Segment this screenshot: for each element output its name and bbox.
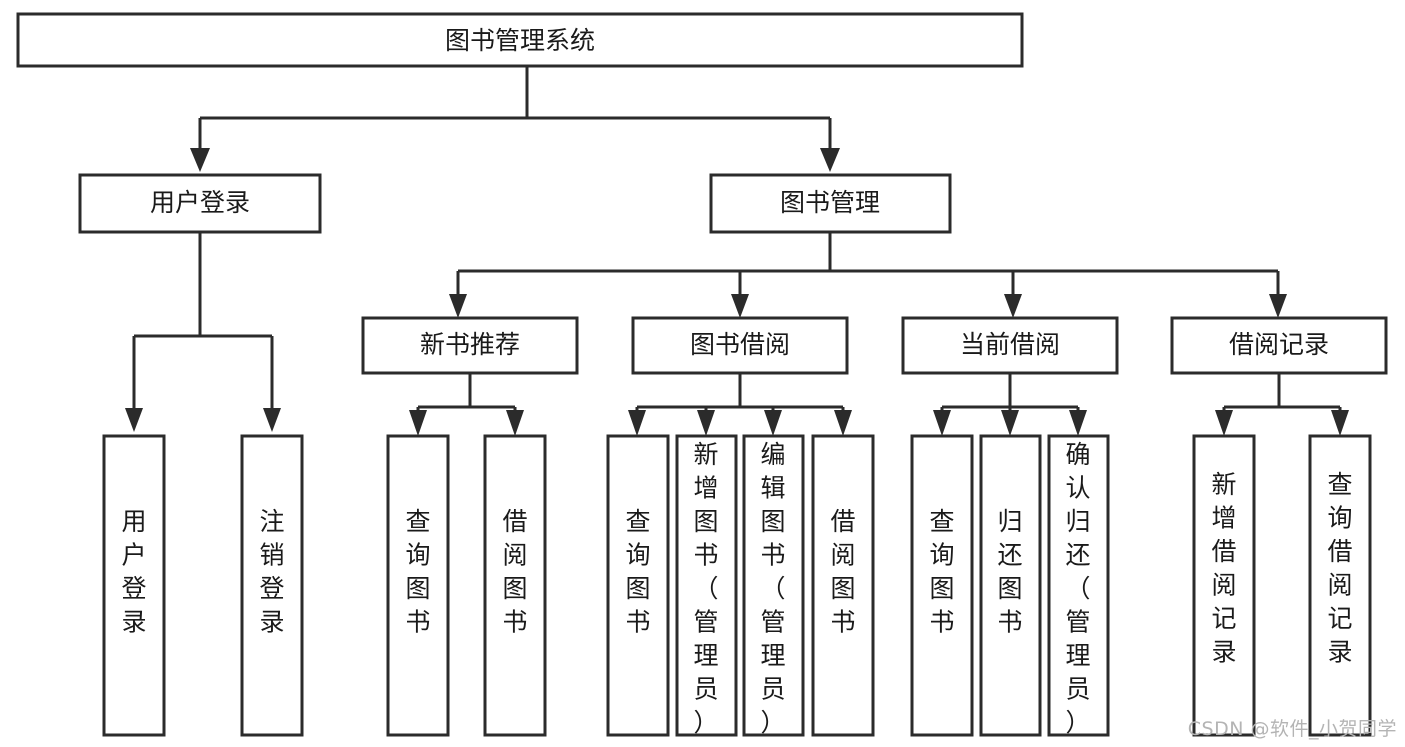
arrow-head-current-borrow bbox=[1004, 294, 1022, 318]
user-login-label: 用户登录 bbox=[150, 188, 250, 217]
arrow-head-book-manage bbox=[820, 148, 840, 172]
arrow-head-leaf-b1 bbox=[628, 410, 646, 436]
leaf-label-confirm-return: 确认归还（管理员） bbox=[1065, 440, 1090, 737]
arrow-head-leaf-n1 bbox=[409, 410, 427, 436]
arrow-head-leaf-u2 bbox=[263, 408, 281, 432]
leaf-label-edit-book: 编辑图书（管理员） bbox=[760, 440, 785, 737]
leaf-node-confirm-return[interactable]: 确认归还（管理员） bbox=[1047, 434, 1110, 737]
leaf-label-query-book-current: 查询图书 bbox=[929, 507, 954, 637]
leaf-node-query-borrow-record[interactable]: 查询借阅记录 bbox=[1308, 434, 1372, 737]
leaf-label-add-borrow-record: 新增借阅记录 bbox=[1211, 470, 1236, 667]
leaf-node-borrow-book[interactable]: 借阅图书 bbox=[811, 434, 875, 737]
node-current-borrow[interactable]: 当前借阅 bbox=[901, 316, 1119, 375]
node-user-login[interactable]: 用户登录 bbox=[78, 173, 322, 234]
book-manage-box[interactable] bbox=[709, 173, 952, 234]
leaf-label-query-book-rec: 查询图书 bbox=[405, 507, 430, 637]
link-book-borrow-to-leaves bbox=[628, 373, 852, 436]
leaf-node-logout[interactable]: 注销登录 bbox=[240, 434, 304, 737]
book-manage-label: 图书管理 bbox=[780, 188, 880, 217]
arrow-head-book-borrow bbox=[731, 294, 749, 318]
link-new-book-recommend-to-leaves bbox=[409, 373, 524, 436]
node-root[interactable]: 图书管理系统 bbox=[16, 12, 1024, 68]
leaf-node-edit-book[interactable]: 编辑图书（管理员） bbox=[742, 434, 805, 737]
link-root-to-level1 bbox=[190, 66, 840, 172]
leaf-box-logout[interactable] bbox=[240, 434, 304, 737]
leaf-box-add-book[interactable] bbox=[675, 434, 738, 737]
root-label: 图书管理系统 bbox=[445, 26, 595, 55]
arrow-head-leaf-c3 bbox=[1069, 410, 1087, 436]
leaf-label-return-book: 归还图书 bbox=[997, 507, 1022, 637]
link-user-login-to-leaves bbox=[125, 232, 281, 432]
link-current-borrow-to-leaves bbox=[933, 373, 1087, 436]
node-book-manage[interactable]: 图书管理 bbox=[709, 173, 952, 234]
arrow-head-leaf-r2 bbox=[1331, 410, 1349, 436]
leaf-box-return-book[interactable] bbox=[979, 434, 1042, 737]
arrow-head-leaf-b3 bbox=[764, 410, 782, 436]
leaf-label-logout: 注销登录 bbox=[259, 507, 284, 637]
leaf-box-borrow-book[interactable] bbox=[811, 434, 875, 737]
arrow-head-leaf-u1 bbox=[125, 408, 143, 432]
leaf-node-add-book[interactable]: 新增图书（管理员） bbox=[675, 434, 738, 737]
leaf-node-borrow-book-rec[interactable]: 借阅图书 bbox=[483, 434, 547, 737]
leaf-box-borrow-book-rec[interactable] bbox=[483, 434, 547, 737]
book-borrow-box[interactable] bbox=[631, 316, 849, 375]
book-borrow-label: 图书借阅 bbox=[690, 330, 790, 359]
arrow-head-borrow-record bbox=[1269, 294, 1287, 318]
link-book-manage-to-level2 bbox=[449, 232, 1287, 318]
leaf-label-borrow-book: 借阅图书 bbox=[830, 507, 855, 637]
leaf-label-query-book-borrow: 查询图书 bbox=[625, 507, 650, 637]
current-borrow-box[interactable] bbox=[901, 316, 1119, 375]
node-book-borrow[interactable]: 图书借阅 bbox=[631, 316, 849, 375]
new-book-recommend-box[interactable] bbox=[361, 316, 579, 375]
leaf-box-query-borrow-record[interactable] bbox=[1308, 434, 1372, 737]
leaf-box-edit-book[interactable] bbox=[742, 434, 805, 737]
arrow-head-leaf-c1 bbox=[933, 410, 951, 436]
node-new-book-recommend[interactable]: 新书推荐 bbox=[361, 316, 579, 375]
leaf-node-query-book-borrow[interactable]: 查询图书 bbox=[606, 434, 670, 737]
arrow-head-new-book-rec bbox=[449, 294, 467, 318]
leaf-box-query-book-current[interactable] bbox=[910, 434, 974, 737]
link-borrow-record-to-leaves bbox=[1215, 373, 1349, 436]
leaf-node-query-book-rec[interactable]: 查询图书 bbox=[386, 434, 450, 737]
leaf-node-add-borrow-record[interactable]: 新增借阅记录 bbox=[1192, 434, 1256, 737]
borrow-record-box[interactable] bbox=[1170, 316, 1388, 375]
arrow-head-leaf-b4 bbox=[834, 410, 852, 436]
node-borrow-record[interactable]: 借阅记录 bbox=[1170, 316, 1388, 375]
leaf-node-query-book-current[interactable]: 查询图书 bbox=[910, 434, 974, 737]
leaf-box-user-login[interactable] bbox=[102, 434, 166, 737]
borrow-record-label: 借阅记录 bbox=[1229, 330, 1329, 359]
leaf-label-user-login: 用户登录 bbox=[121, 507, 146, 637]
arrow-head-leaf-b2 bbox=[697, 410, 715, 436]
new-book-recommend-label: 新书推荐 bbox=[420, 330, 520, 359]
arrow-head-leaf-r1 bbox=[1215, 410, 1233, 436]
leaf-label-add-book: 新增图书（管理员） bbox=[693, 440, 718, 737]
leaf-box-query-book-rec[interactable] bbox=[386, 434, 450, 737]
leaf-box-query-book-borrow[interactable] bbox=[606, 434, 670, 737]
leaf-box-add-borrow-record[interactable] bbox=[1192, 434, 1256, 737]
leaf-node-user-login[interactable]: 用户登录 bbox=[102, 434, 166, 737]
root-box[interactable] bbox=[16, 12, 1024, 68]
arrow-head-leaf-n2 bbox=[506, 410, 524, 436]
leaf-label-borrow-book-rec: 借阅图书 bbox=[502, 507, 527, 637]
leaf-label-query-borrow-record: 查询借阅记录 bbox=[1327, 470, 1352, 667]
arrow-head-user-login bbox=[190, 148, 210, 172]
arrow-head-leaf-c2 bbox=[1001, 410, 1019, 436]
current-borrow-label: 当前借阅 bbox=[960, 330, 1060, 359]
leaf-node-return-book[interactable]: 归还图书 bbox=[979, 434, 1042, 737]
leaf-box-confirm-return[interactable] bbox=[1047, 434, 1110, 737]
